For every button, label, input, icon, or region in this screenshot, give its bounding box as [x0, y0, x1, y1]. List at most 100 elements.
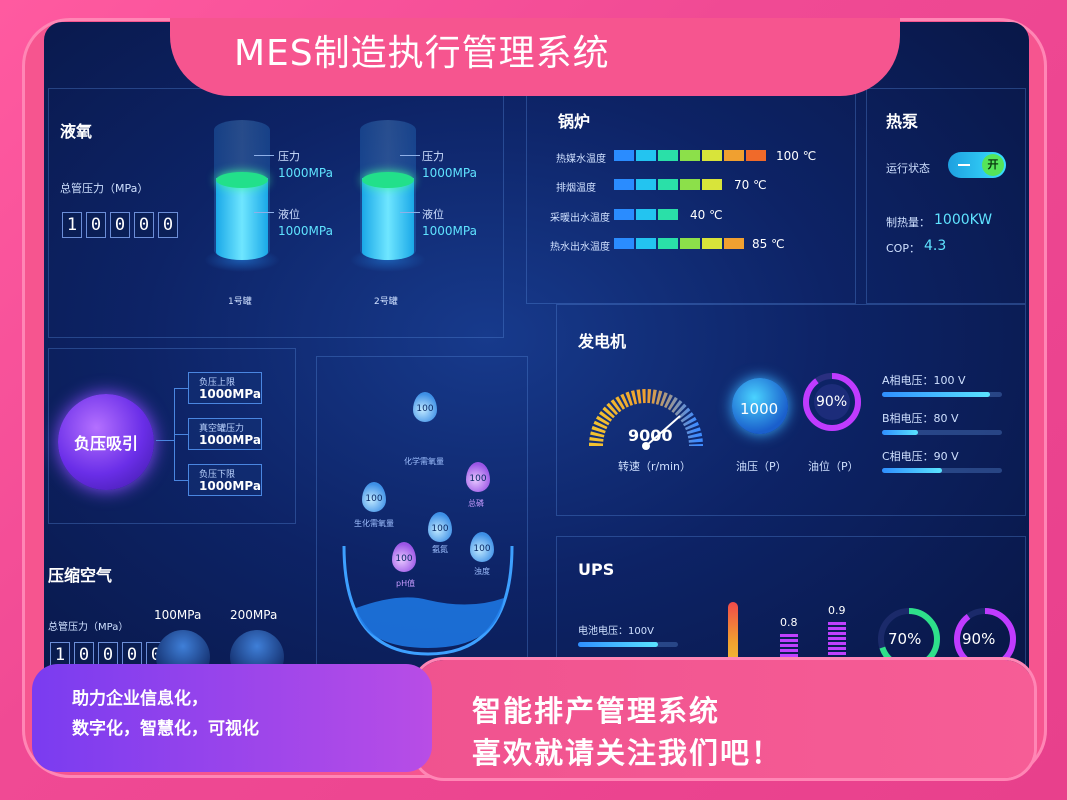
run-status-label: 运行状态 [886, 162, 930, 175]
water-drop: 100 [362, 482, 386, 512]
boiler-row-value: 70 ℃ [734, 178, 767, 192]
ups-ring-1-value: 70% [888, 630, 922, 648]
title-tab [170, 18, 900, 96]
boiler-bar-4 [614, 238, 744, 249]
cop-value: 4.3 [924, 238, 947, 254]
banner-left-line-1: 助力企业信息化， [72, 689, 208, 709]
water-drop: 100 [392, 542, 416, 572]
phase-b-bar [882, 430, 1002, 435]
ups-title: UPS [578, 560, 615, 579]
page-title: MES制造执行管理系统 [234, 33, 610, 74]
battery-voltage-label: 电池电压：100V [578, 626, 654, 637]
pressure-digit: 0 [134, 212, 154, 238]
water-bowl [342, 545, 514, 656]
tick-line [400, 212, 420, 213]
tick-line [400, 155, 420, 156]
run-status-toggle[interactable]: 开 [948, 152, 1006, 178]
connector-line [156, 440, 174, 441]
boiler-bar-2 [614, 179, 722, 190]
pressure-digit: 0 [86, 212, 106, 238]
phase-a-label: A相电压：100 V [882, 374, 966, 387]
heat-output-value: 1000KW [934, 212, 993, 228]
drop-label: pH值 [396, 579, 416, 588]
tank-1-pressure-value: 1000MPa [278, 166, 333, 180]
vacuum-tank-box: 真空罐压力 1000MPa [188, 418, 262, 450]
phase-a-bar [882, 392, 1002, 397]
negative-lower-box: 负压下限 1000MPa [188, 464, 262, 496]
heat-pump-title: 热泵 [886, 112, 919, 131]
heat-pump-panel [866, 88, 1026, 304]
water-drop: 100 [470, 532, 494, 562]
box-value: 1000MPa [199, 479, 261, 493]
main-pressure-counter: 1 0 0 0 0 [62, 212, 178, 238]
tick-line [254, 212, 274, 213]
banner-left [32, 664, 432, 772]
speed-value: 9000 [628, 426, 673, 445]
water-drop: 100 [466, 462, 490, 492]
tank-2-pressure-label: 压力 [422, 150, 444, 163]
pressure-digit: 0 [98, 642, 118, 668]
toggle-dash [958, 164, 970, 166]
heat-output-label: 制热量： [886, 216, 930, 229]
battery-voltage-bar [578, 642, 678, 647]
tank-2-pressure-value: 1000MPa [422, 166, 477, 180]
oil-level-value: 90% [816, 394, 848, 410]
phase-c-label: C相电压：90 V [882, 450, 959, 463]
box-label: 真空罐压力 [199, 424, 245, 434]
main-pressure-label: 总管压力（MPa） [60, 182, 149, 195]
phase-c-bar [882, 468, 1002, 473]
thermometer-icon [728, 602, 738, 682]
water-drop: 100 [413, 392, 437, 422]
boiler-row-value: 100 ℃ [776, 149, 817, 163]
pressure-digit: 0 [158, 212, 178, 238]
tank-2-level-label: 液位 [422, 208, 444, 221]
boiler-row-label: 排烟温度 [556, 183, 596, 194]
ups-bar-1-value: 0.8 [780, 616, 798, 629]
oil-pressure-gauge [732, 378, 788, 434]
tank-1-name: 1号罐 [228, 297, 252, 307]
boiler-row-value: 40 ℃ [690, 208, 723, 222]
oil-pressure-label: 油压（P） [736, 460, 787, 473]
ups-bar-2-value: 0.9 [828, 604, 846, 617]
oil-level-label: 油位（P） [808, 460, 859, 473]
banner-left-line-2: 数字化，智慧化，可视化 [72, 719, 259, 739]
box-label: 负压下限 [199, 470, 236, 480]
water-drop: 100 [428, 512, 452, 542]
connector-line [174, 480, 188, 481]
toggle-knob: 开 [982, 154, 1004, 176]
boiler-title: 锅炉 [558, 112, 591, 131]
box-value: 1000MPa [199, 433, 261, 447]
air-gauge-2-value: 200MPa [230, 608, 278, 622]
negative-pressure-panel [48, 348, 296, 524]
tank-2-level-value: 1000MPa [422, 224, 477, 238]
air-gauge-1-value: 100MPa [154, 608, 202, 622]
negative-pressure-orb [58, 394, 154, 490]
drop-label: 总磷 [468, 499, 484, 508]
ups-ring-2-value: 90% [962, 630, 996, 648]
drop-label: 浊度 [474, 567, 490, 576]
speed-gauge [589, 389, 703, 450]
tick-line [254, 155, 274, 156]
liquid-oxygen-title: 液氧 [60, 122, 93, 141]
tank-1-pressure-label: 压力 [278, 150, 300, 163]
tank-2-name: 2号罐 [374, 297, 398, 307]
pressure-digit: 0 [110, 212, 130, 238]
boiler-row-label: 热媒水温度 [556, 154, 606, 165]
pressure-digit: 1 [62, 212, 82, 238]
boiler-row-label: 热水出水温度 [550, 242, 610, 253]
negative-pressure-title: 负压吸引 [74, 434, 139, 453]
banner-right [414, 660, 1034, 778]
compressed-air-title: 压缩空气 [48, 566, 113, 585]
cop-label: COP： [886, 242, 920, 255]
generator-title: 发电机 [578, 332, 627, 351]
drop-label: 化学需氧量 [404, 457, 444, 466]
boiler-row-label: 采暖出水温度 [550, 213, 610, 224]
boiler-bar-1 [614, 150, 766, 161]
oil-pressure-value: 1000 [740, 400, 779, 418]
air-pressure-label: 总管压力（MPa） [48, 622, 129, 633]
tank-1-level-label: 液位 [278, 208, 300, 221]
dashboard-screen: 液氧 总管压力（MPa） 1 0 0 0 0 压力 1000MPa 液位 100… [44, 22, 1029, 722]
banner-right-line-2: 喜欢就请关注我们吧！ [472, 736, 783, 770]
drop-label: 氨氮 [432, 545, 448, 554]
boiler-row-value: 85 ℃ [752, 237, 785, 251]
